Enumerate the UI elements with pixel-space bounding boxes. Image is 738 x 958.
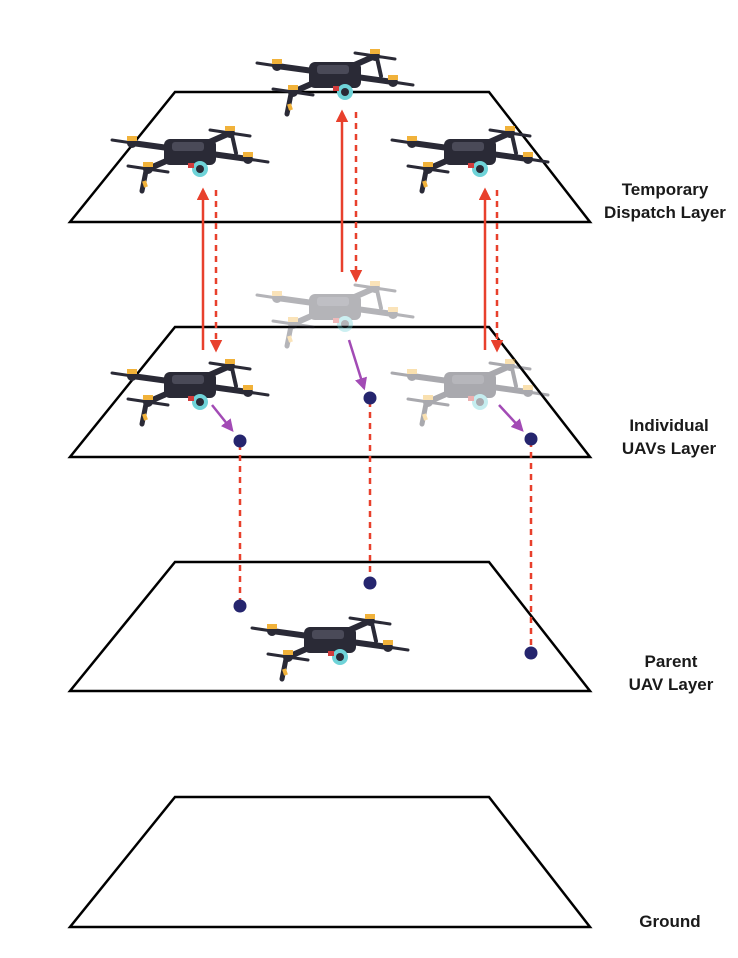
label-line: Ground: [639, 912, 701, 931]
node-icon: [363, 576, 377, 590]
link-arrow-right: [498, 404, 524, 432]
node-icon: [363, 391, 377, 405]
label-line: UAVs Layer: [621, 439, 717, 458]
label-line: Individual: [629, 416, 709, 435]
node-icon: [233, 434, 247, 448]
label-line: UAV Layer: [628, 675, 714, 694]
label-ground: Ground: [622, 910, 718, 933]
label-line: Dispatch Layer: [604, 203, 726, 222]
label-line: Parent: [644, 652, 698, 671]
node-icon: [524, 432, 538, 446]
node-icon: [524, 646, 538, 660]
plane-individual: [67, 325, 593, 459]
node-icon: [233, 599, 247, 613]
link-arrow-center: [347, 339, 367, 391]
plane-parent: [67, 560, 593, 693]
label-temporary-dispatch-layer: Temporary Dispatch Layer: [592, 178, 738, 224]
label-line: Temporary: [621, 180, 709, 199]
link-arrow-left: [211, 404, 234, 432]
label-individual-uavs-layer: Individual UAVs Layer: [600, 414, 738, 460]
label-parent-uav-layer: Parent UAV Layer: [604, 650, 738, 696]
plane-ground: [67, 795, 593, 929]
